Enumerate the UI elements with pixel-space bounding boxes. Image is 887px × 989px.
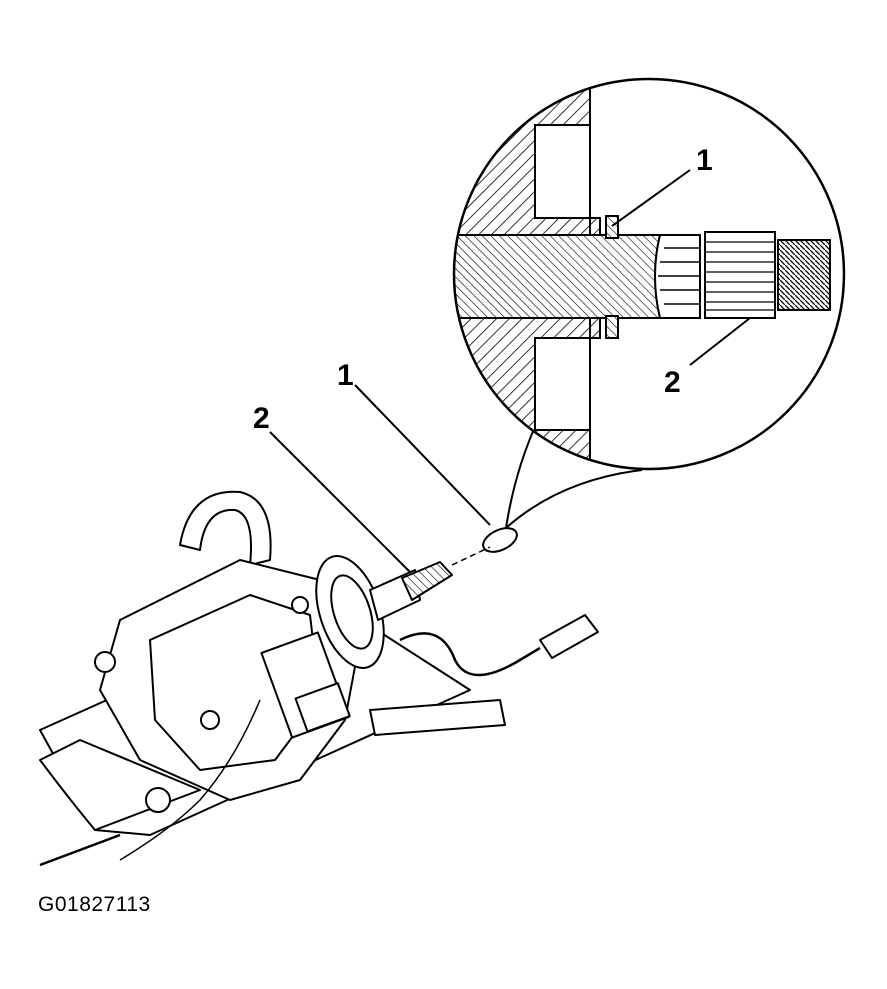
retaining-ring bbox=[482, 527, 518, 553]
housing-bore bbox=[534, 124, 591, 219]
shaft-section bbox=[454, 234, 662, 319]
retaining-ring-upper bbox=[605, 215, 619, 239]
spline-section bbox=[704, 231, 776, 319]
threaded-end bbox=[777, 239, 831, 311]
callout-detail-1: 1 bbox=[696, 144, 713, 177]
lower-rod bbox=[39, 833, 121, 867]
connector bbox=[294, 682, 351, 733]
ring-centerline bbox=[451, 546, 491, 566]
upper-flange-inner bbox=[330, 574, 374, 650]
retaining-ring-lower bbox=[605, 315, 619, 339]
detail-leader-1 bbox=[611, 169, 691, 227]
bundle-wires bbox=[119, 699, 261, 861]
housing-bore-lower bbox=[534, 337, 591, 431]
main-leader-2 bbox=[269, 431, 411, 573]
shaft-splines bbox=[401, 561, 453, 601]
main-leader-1 bbox=[354, 384, 491, 526]
detail-leader-2 bbox=[689, 317, 751, 366]
callout-main-1: 1 bbox=[337, 359, 354, 392]
harness-connector bbox=[539, 614, 599, 659]
bolt bbox=[145, 787, 171, 813]
detail-circle bbox=[452, 77, 846, 471]
detail-section bbox=[454, 79, 831, 469]
turn-signal-lever bbox=[369, 699, 506, 736]
bolt bbox=[291, 596, 309, 614]
callout-detail-2: 2 bbox=[664, 366, 681, 399]
callout-main-2: 2 bbox=[253, 402, 270, 435]
steering-column-assembly bbox=[39, 490, 599, 867]
detail-magnifier bbox=[452, 77, 846, 529]
wiring-harness bbox=[399, 632, 541, 677]
tilt-lever bbox=[179, 490, 272, 566]
figure-id-label: G01827113 bbox=[38, 893, 151, 916]
bolt bbox=[200, 710, 220, 730]
column-tube-lower bbox=[39, 739, 201, 831]
bolt bbox=[94, 651, 116, 673]
